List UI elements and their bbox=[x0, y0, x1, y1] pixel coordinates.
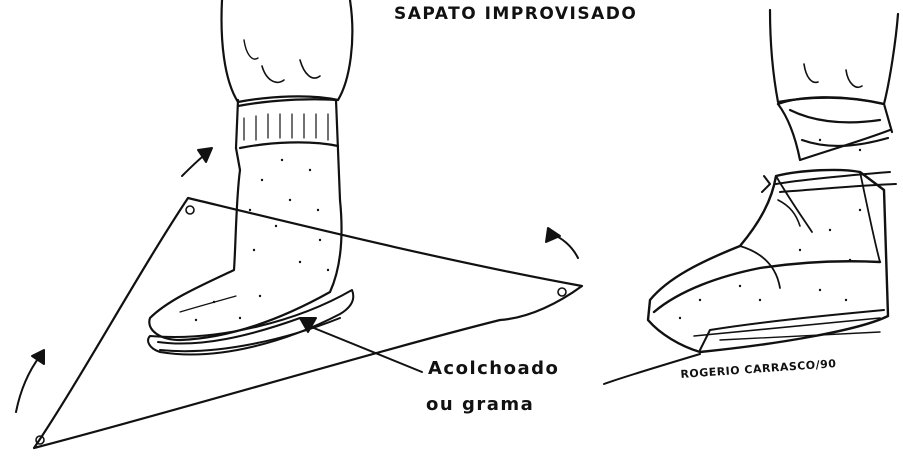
trouser-leg-right bbox=[768, 8, 900, 106]
ground-line bbox=[603, 353, 701, 385]
padding-label-line2: ou grama bbox=[426, 394, 535, 415]
shoe-texture-dots bbox=[678, 138, 862, 320]
triangular-cloth bbox=[32, 196, 584, 450]
trouser-leg bbox=[220, 0, 354, 104]
cloth-hole-marks bbox=[35, 205, 567, 445]
sock bbox=[148, 98, 343, 342]
wrapped-ankle bbox=[776, 96, 894, 162]
fold-arrow-icon bbox=[181, 147, 213, 177]
fold-arrow-icon bbox=[15, 349, 45, 413]
fold-arrow-icon bbox=[545, 227, 579, 259]
label-pointer bbox=[299, 317, 423, 373]
diagram-title: SAPATO IMPROVISADO bbox=[394, 4, 638, 24]
wrapped-shoe bbox=[646, 168, 897, 354]
padding-insole bbox=[147, 289, 355, 356]
padding-label-line1: Acolchoado bbox=[428, 358, 560, 379]
sock-texture-dots bbox=[194, 158, 330, 322]
